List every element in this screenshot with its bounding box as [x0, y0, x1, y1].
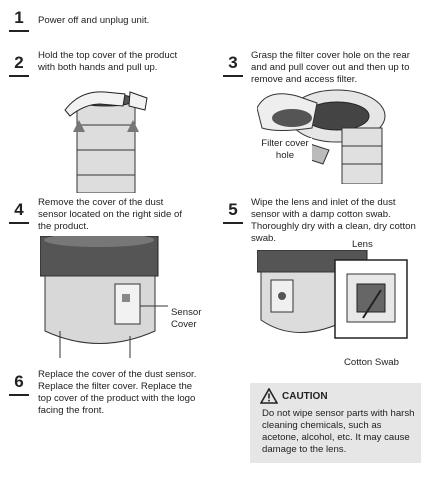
sensor-cover-label: Sensor Cover: [171, 307, 202, 330]
step-4-illustration: [40, 236, 168, 358]
step-6-text: Replace the cover of the dust sensor. Re…: [38, 369, 197, 416]
step-1-number: 1: [14, 8, 24, 27]
step-3-text: Grasp the filter cover hole on the rear …: [251, 50, 410, 85]
step-5-number: 5: [228, 200, 238, 219]
lens-label: Lens: [352, 239, 373, 250]
warning-triangle-icon: [260, 388, 278, 404]
step-3-illustration: [257, 89, 386, 184]
caution-box: CAUTION Do not wipe sensor parts with ha…: [250, 383, 421, 463]
step-4-number: 4: [14, 200, 24, 219]
step-2-underline: [9, 75, 29, 77]
step-3-underline: [223, 75, 243, 77]
caution-text: Do not wipe sensor parts with harsh clea…: [262, 408, 415, 455]
cotton-swab-label: Cotton Swab: [344, 357, 399, 368]
step-5-illustration: [257, 250, 408, 339]
step-2-text: Hold the top cover of the product with b…: [38, 50, 178, 73]
step-6-number: 6: [14, 372, 24, 391]
filter-cover-hole-label: Filter cover hole: [258, 138, 312, 162]
step-1-underline: [9, 30, 29, 32]
step-5-underline: [223, 222, 243, 224]
caution-title: CAUTION: [282, 391, 328, 402]
step-2-illustration: [64, 91, 148, 193]
step-4-underline: [9, 222, 29, 224]
step-3-number: 3: [228, 53, 238, 72]
step-1-text: Power off and unplug unit.: [38, 15, 150, 26]
step-6-underline: [9, 394, 29, 396]
step-4-text: Remove the cover of the dust sensor loca…: [38, 197, 182, 232]
step-2-number: 2: [14, 53, 24, 72]
step-5-text: Wipe the lens and inlet of the dust sens…: [251, 197, 416, 244]
